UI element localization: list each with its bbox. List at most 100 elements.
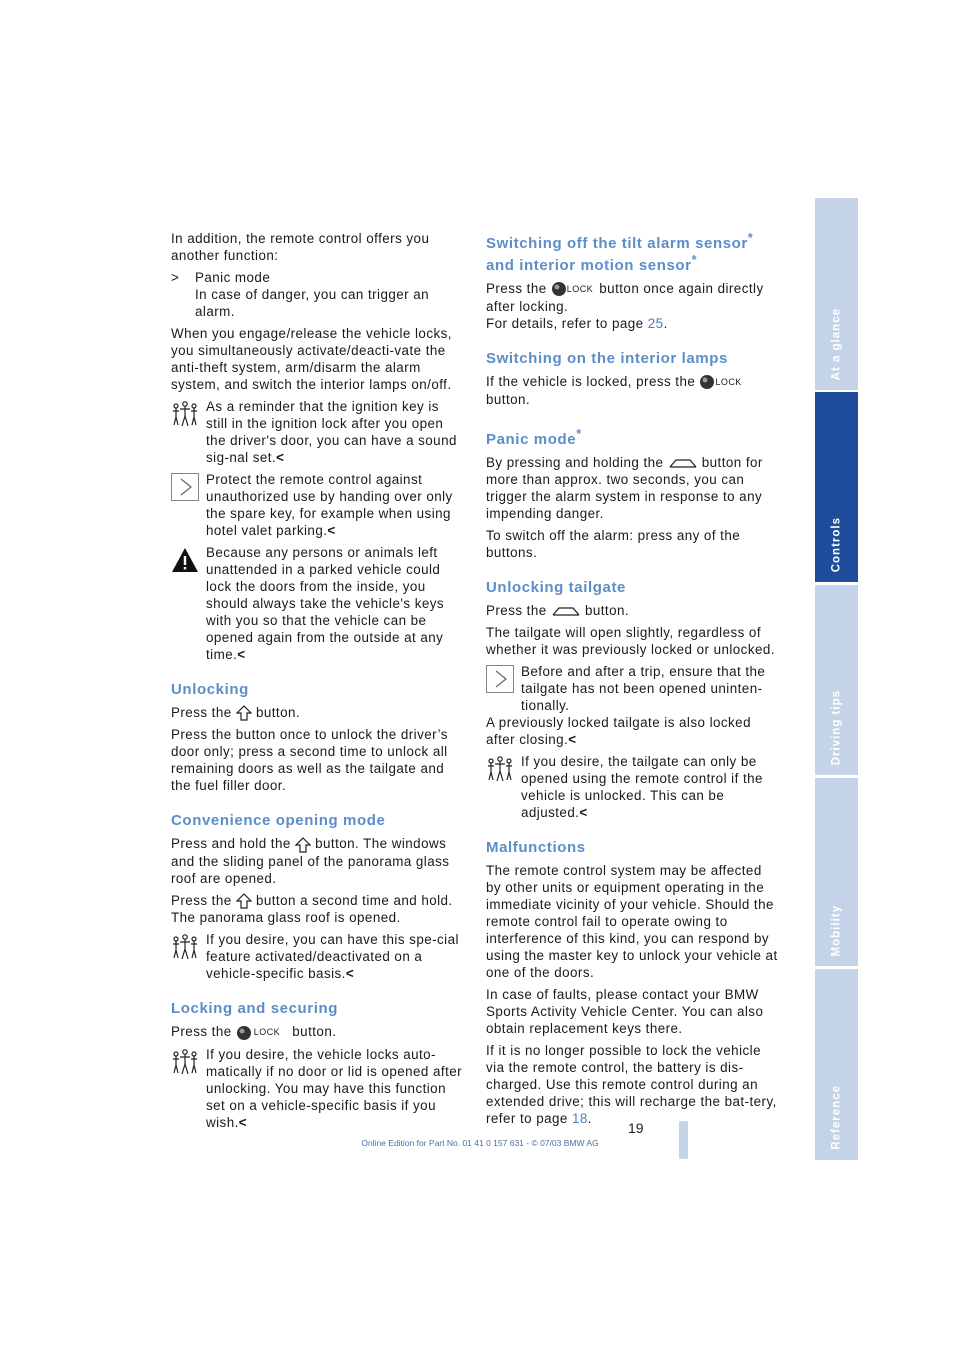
text: For details, refer to page — [486, 315, 644, 331]
note-text: If you desire, the vehicle locks auto-ma… — [206, 1047, 463, 1131]
tilt-text: Press the LOCK button once again directl… — [486, 280, 778, 332]
info-triangle-icon — [171, 473, 199, 501]
tip-icon — [171, 1048, 199, 1077]
text: A previously locked tailgate is also loc… — [486, 714, 751, 747]
tip-icon — [171, 400, 199, 428]
end-mark: < — [345, 966, 355, 982]
page-link[interactable]: 25 — [647, 315, 664, 331]
right-column: Switching off the tilt alarm sensor* and… — [486, 230, 778, 1132]
text: Panic mode — [486, 430, 577, 448]
text: button. The windows and the sliding pane… — [171, 836, 450, 886]
side-tab-driving-tips[interactable]: Driving tips — [815, 585, 858, 775]
heading-unlocking: Unlocking — [171, 681, 249, 698]
bullet-mark: > — [171, 270, 180, 285]
side-tab-label: Driving tips — [830, 689, 843, 765]
text: Press the — [171, 705, 232, 720]
note-info: Protect the remote control against unaut… — [171, 471, 463, 539]
lock-button-icon — [700, 375, 715, 390]
convenience-text-2: Press the button a second time and hold.… — [171, 892, 463, 926]
note-text: Because any persons or animals left unat… — [206, 545, 445, 662]
end-mark: < — [579, 804, 588, 820]
lock-button-icon — [236, 1025, 251, 1040]
text: button. — [486, 391, 531, 407]
note-tip: If you desire, the tailgate can only be … — [486, 753, 778, 821]
text: button. — [292, 1024, 337, 1040]
warning-icon — [172, 548, 198, 572]
star: * — [747, 231, 754, 245]
text: Press the — [171, 892, 232, 908]
star: * — [576, 426, 582, 441]
side-tab-label: Controls — [830, 516, 843, 572]
end-mark: < — [237, 647, 246, 662]
text: and interior motion sensor — [486, 257, 692, 274]
text: button once again directly after locking… — [486, 281, 764, 314]
side-tab-label: Reference — [830, 1085, 843, 1150]
footer-text: Online Edition for Part No. 01 41 0 157 … — [361, 1138, 599, 1148]
bullet-panic: > Panic mode In case of danger, you can … — [171, 269, 463, 320]
heading-interior-lamps: Switching on the interior lamps — [486, 349, 728, 367]
unlock-description: Press the button once to unlock the driv… — [171, 727, 448, 794]
side-tab-controls[interactable]: Controls — [815, 392, 858, 582]
tailgate-button-icon — [552, 607, 580, 617]
bullet-text: In case of danger, you can trigger an al… — [195, 287, 430, 319]
tailgate-button-icon — [669, 459, 697, 469]
text: Press the — [486, 281, 547, 296]
malfunctions-text-1: The remote control system may be affecte… — [486, 862, 778, 980]
convenience-text-1: Press and hold the button. The windows a… — [171, 835, 463, 886]
left-column: In addition, the remote control offers y… — [171, 230, 463, 1136]
tailgate-instruction: Press the button. — [486, 602, 778, 619]
unlock-key-icon — [235, 705, 252, 722]
text: button a second time and hold. The panor… — [171, 892, 453, 926]
end-mark: < — [327, 523, 336, 538]
note-info: Before and after a trip, ensure that the… — [486, 663, 778, 748]
text: Press the — [486, 602, 547, 618]
text: Press the — [171, 1024, 232, 1040]
note-text: If you desire, you can have this spe-cia… — [206, 932, 459, 982]
bullet-title: Panic mode — [195, 270, 271, 285]
unlock-key-icon — [235, 893, 252, 909]
interior-text: If the vehicle is locked, press the LOCK… — [486, 373, 778, 408]
unlock-key-icon — [294, 837, 311, 853]
side-tab-mobility[interactable]: Mobility — [815, 778, 858, 966]
heading-convenience: Convenience opening mode — [171, 812, 386, 830]
lock-button-icon — [551, 282, 566, 297]
end-mark: < — [568, 731, 577, 747]
note-warning: Because any persons or animals left unat… — [171, 544, 463, 663]
side-tab-at-a-glance[interactable]: At a glance — [815, 198, 858, 390]
side-tab-label: Mobility — [830, 904, 843, 956]
note-tip: If you desire, you can have this spe-cia… — [171, 931, 463, 982]
text: . — [587, 1110, 592, 1126]
side-tab-reference[interactable]: Reference — [815, 969, 858, 1160]
page-link[interactable]: 18 — [571, 1110, 588, 1126]
tailgate-description: The tailgate will open slightly, regardl… — [486, 624, 775, 657]
text: button. — [255, 705, 301, 720]
unlock-instruction: Press the button. — [171, 704, 463, 722]
lock-label: LOCK — [715, 376, 742, 387]
text: button for more than approx. two seconds… — [486, 454, 763, 521]
panic-text-1: By pressing and holding the button for m… — [486, 454, 778, 522]
side-tab-label: At a glance — [830, 307, 843, 380]
info-triangle-icon — [486, 665, 514, 693]
note-text-2: A previously locked tailgate is also loc… — [486, 714, 778, 748]
end-mark: < — [276, 450, 285, 465]
intro-text: In addition, the remote control offers y… — [171, 231, 430, 263]
text: By pressing and holding the — [486, 454, 664, 470]
note-text: Before and after a trip, ensure that the… — [521, 663, 766, 713]
engage-text: When you engage/release the vehicle lock… — [171, 326, 452, 392]
page-number-bar — [679, 1121, 688, 1159]
lock-instruction: Press the LOCK button. — [171, 1023, 463, 1041]
star: * — [691, 253, 698, 267]
malfunctions-text-3: If it is no longer possible to lock the … — [486, 1042, 778, 1127]
end-mark: < — [238, 1115, 248, 1131]
text: . — [663, 315, 668, 331]
panic-text-2: To switch off the alarm: press any of th… — [486, 527, 741, 560]
malfunctions-text-2: In case of faults, please contact your B… — [486, 986, 764, 1036]
note-tip: As a reminder that the ignition key is s… — [171, 398, 463, 466]
note-tip: If you desire, the vehicle locks auto-ma… — [171, 1046, 463, 1131]
heading-malfunctions: Malfunctions — [486, 838, 586, 856]
note-text: Protect the remote control against unaut… — [206, 472, 453, 538]
text: button. — [584, 602, 630, 618]
text: Switching off the tilt alarm sensor — [486, 235, 748, 252]
note-text: As a reminder that the ignition key is s… — [206, 399, 457, 465]
heading-tilt-alarm: Switching off the tilt alarm sensor* and… — [486, 230, 778, 274]
